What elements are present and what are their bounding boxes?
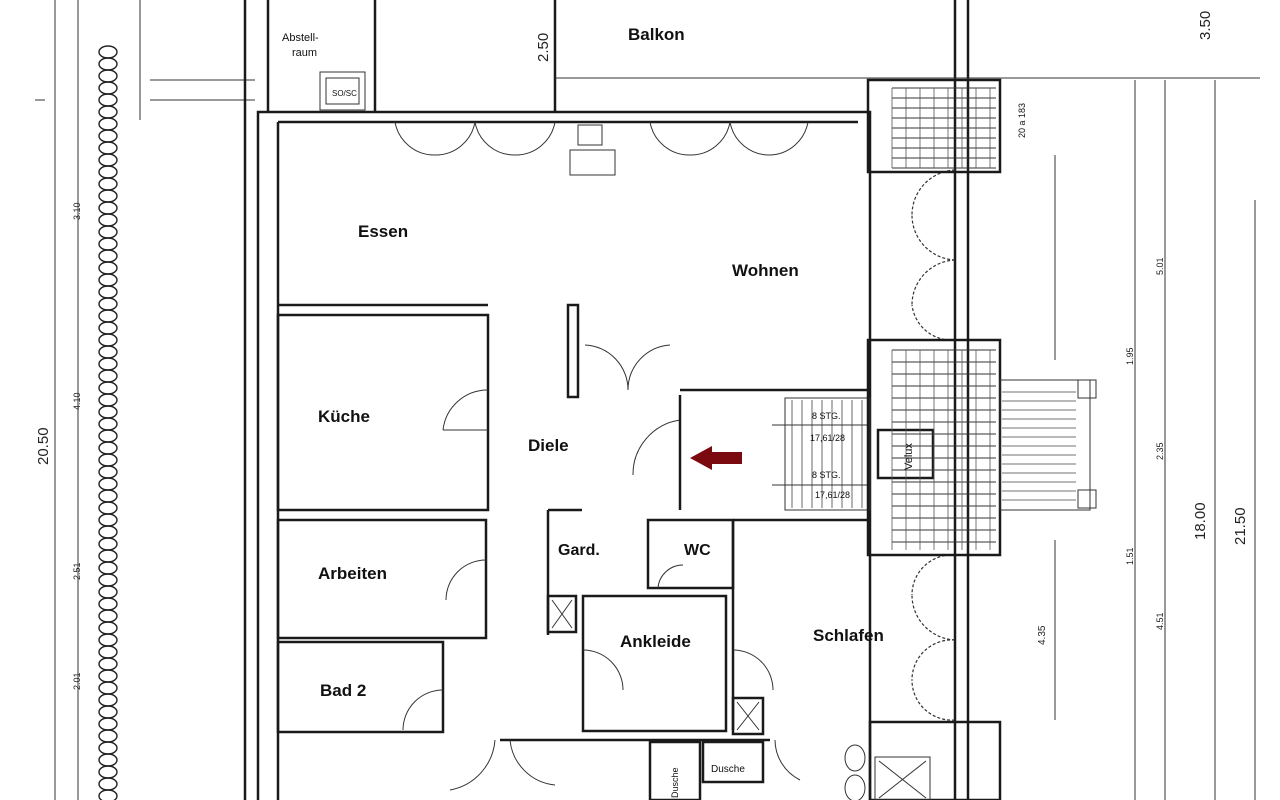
dimension-4-35: 4.35 — [1037, 625, 1048, 645]
top-right-railing — [866, 78, 1002, 174]
staircase — [772, 397, 871, 511]
room-label-balkon: Balkon — [628, 25, 685, 44]
dimension-2-51: 2.51 — [72, 562, 82, 580]
room-label-wc: WC — [684, 542, 711, 559]
dimension-1-51: 1.51 — [1125, 547, 1135, 565]
room-label-schlafen: Schlafen — [813, 626, 884, 645]
wama-label: SO/SC — [332, 89, 357, 98]
patio-doors-top — [394, 121, 809, 176]
entrance-arrow-icon — [690, 446, 742, 470]
left-dimension-lines — [35, 0, 255, 800]
diele-area — [566, 303, 870, 510]
dimension-1-95: 1.95 — [1125, 347, 1135, 365]
room-label-abstellraum-line1: Abstell- — [282, 32, 319, 44]
insulation-pattern — [98, 45, 118, 800]
stairs-lower-ratio: 17,61/28 — [815, 490, 850, 500]
room-label-arbeiten: Arbeiten — [318, 564, 387, 583]
dimension-5-01: 5.01 — [1155, 257, 1165, 275]
stairs-upper-ratio: 17,61/28 — [810, 433, 845, 443]
balkon-area — [319, 0, 1260, 112]
room-label-ankleide: Ankleide — [620, 632, 691, 651]
room-label-essen: Essen — [358, 222, 408, 241]
dimension-20-50: 20.50 — [35, 427, 52, 465]
dimension-3-50: 3.50 — [1197, 11, 1214, 40]
right-railing-block — [866, 338, 1097, 557]
dimension-2-50: 2.50 — [535, 33, 552, 62]
room-label-dusche-right: Dusche — [711, 764, 745, 775]
room-label-wohnen: Wohnen — [732, 261, 799, 280]
dimension-4-10: 4.10 — [72, 392, 82, 410]
room-label-dusche-left: Dusche — [670, 767, 680, 798]
room-label-diele: Diele — [528, 436, 569, 455]
room-label-abstellraum-line2: raum — [292, 47, 317, 59]
dimension-2-35: 2.35 — [1155, 442, 1165, 460]
velux-label: Velux — [903, 443, 915, 470]
kitchen-walls — [276, 303, 490, 512]
dimension-21-50: 21.50 — [1232, 507, 1249, 545]
room-label-bad2: Bad 2 — [320, 681, 366, 700]
room-label-garderobe: Gard. — [558, 542, 600, 559]
outer-walls — [243, 0, 970, 800]
right-dimension-lines — [1054, 80, 1256, 800]
lower-walls — [276, 508, 1002, 800]
dimension-3-10: 3.10 — [72, 202, 82, 220]
stair-top-label: 20 a 183 — [1017, 103, 1027, 138]
dimension-2-01: 2.01 — [72, 672, 82, 690]
room-label-kueche: Küche — [318, 407, 370, 426]
stairs-upper-count: 8 STG. — [812, 411, 841, 421]
dimension-4-51: 4.51 — [1155, 612, 1165, 630]
dimension-18-00: 18.00 — [1192, 502, 1209, 540]
stairs-lower-count: 8 STG. — [812, 470, 841, 480]
